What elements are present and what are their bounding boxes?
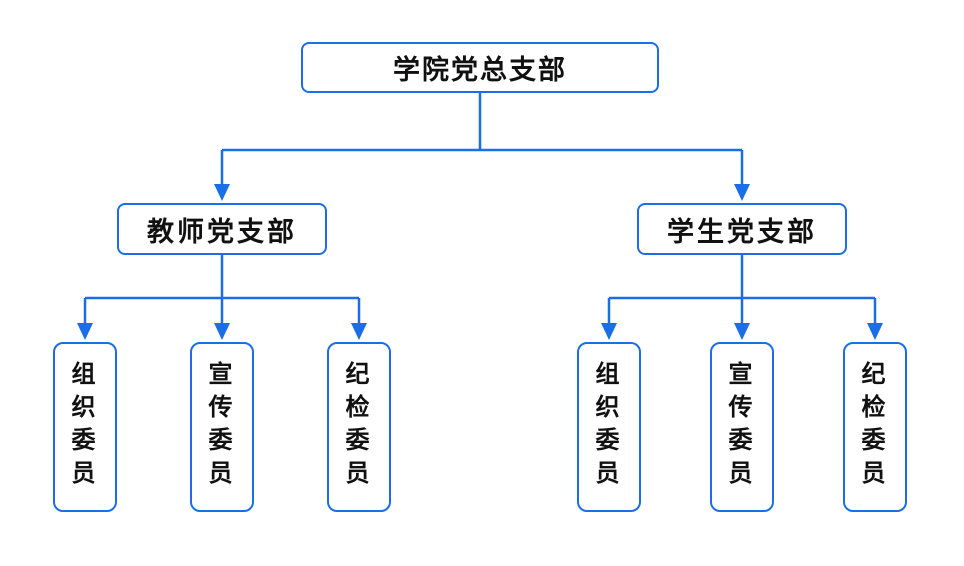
node-student-discipline-member: 纪检委员 [843,342,907,512]
node-label: 纪检委员 [341,361,367,493]
connector-teacher-to-children [77,255,367,340]
arrow-down-icon [601,323,617,340]
node-teacher-party-branch: 教师党支部 [117,203,327,255]
node-teacher-discipline-member: 纪检委员 [327,342,391,512]
node-student-party-branch: 学生党支部 [637,203,847,255]
node-student-organization-member: 组织委员 [577,342,641,512]
node-label: 宣传委员 [204,361,230,493]
arrow-down-icon [214,323,230,340]
node-label: 组织委员 [67,361,93,493]
node-label: 宣传委员 [724,361,750,493]
node-teacher-organization-member: 组织委员 [53,342,117,512]
node-label: 学院党总支部 [393,55,567,85]
node-college-party-general-branch: 学院党总支部 [301,42,659,93]
arrow-down-icon [351,323,367,340]
arrow-down-icon [734,323,750,340]
node-label: 组织委员 [591,361,617,493]
arrow-down-icon [867,323,883,340]
arrow-down-icon [734,184,750,201]
node-teacher-publicity-member: 宣传委员 [190,342,254,512]
node-label: 学生党支部 [667,216,817,247]
arrow-down-icon [77,323,93,340]
connector-root-to-branches [214,93,750,201]
connector-student-to-children [601,255,883,340]
node-label: 纪检委员 [857,361,883,493]
node-student-publicity-member: 宣传委员 [710,342,774,512]
arrow-down-icon [214,184,230,201]
node-label: 教师党支部 [147,216,297,247]
